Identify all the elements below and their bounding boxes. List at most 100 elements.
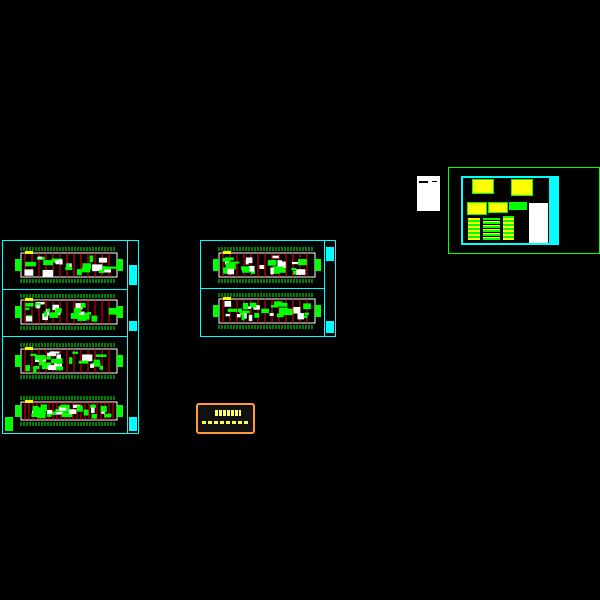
room-fill [38,256,42,260]
room-fill [41,362,52,370]
room-fill [283,308,293,316]
title-block [324,241,335,336]
room-fill [100,405,107,413]
drawing-sheet-c-frame[interactable] [448,167,600,254]
room-fill [38,359,45,366]
detail [503,216,514,240]
room-fill [69,357,73,364]
label-mark [223,251,231,254]
room-fill [269,312,274,316]
room-fill [47,352,56,357]
label-mark [25,251,33,254]
room-fill [49,351,60,354]
label-mark [25,347,33,350]
room-fill [270,267,274,275]
room-fill [34,355,46,360]
room-fill [291,267,297,271]
floor-plan-drawing [15,294,123,330]
room-fill [261,308,270,314]
room-fill [254,312,260,318]
label-mark [25,298,33,301]
room-fill [40,404,47,412]
room-fill [271,305,278,308]
floor-plan[interactable] [15,396,123,426]
room-fill [239,310,250,314]
room-fill [98,257,108,263]
stair-block [15,259,21,271]
room-fill [25,316,33,322]
stair-block [15,355,21,367]
room-fill [293,306,301,314]
drawing-sheet-c[interactable] [461,176,559,245]
room-fill [30,353,37,356]
room-fill [65,266,73,271]
room-fill [82,354,93,362]
room-fill [47,409,53,415]
room-fill [75,303,83,310]
room-fill [50,411,57,415]
room-fill [101,266,107,270]
room-fill [93,359,101,362]
room-fill [73,404,81,408]
sheet-divider [3,336,127,337]
room-fill [101,411,105,414]
room-fill [81,267,91,273]
room-fill [47,308,51,312]
room-fill [46,355,51,360]
room-fill [106,266,118,269]
room-fill [250,270,255,274]
room-fill [74,308,81,313]
room-fill [55,308,62,313]
room-fill [53,411,64,415]
floor-plan-drawing [15,343,123,379]
room-fill [45,308,50,316]
detail [467,202,487,215]
room-fill [47,365,57,371]
stair-block [315,305,321,317]
room-fill [267,259,277,266]
room-fill [302,315,308,319]
room-fill [90,404,96,409]
floor-plan[interactable] [15,247,123,283]
room-fill [91,413,97,419]
stair-block [117,355,123,367]
floor-plan-drawing [213,247,321,283]
room-fill [272,255,279,259]
room-fill [77,270,82,274]
room-fill [297,313,304,320]
stair-block [315,259,321,271]
room-fill [25,307,30,310]
room-fill [227,268,235,275]
room-fill [241,266,250,270]
stair-block [213,259,219,271]
room-fill [68,409,77,415]
room-fill [279,307,288,315]
room-fill [98,269,104,274]
room-fill [90,407,95,414]
floor-plan[interactable] [15,343,123,379]
title-block [127,241,138,433]
room-fill [224,260,229,265]
room-fill [304,312,309,316]
room-fill [293,270,298,275]
room-fill [33,366,37,374]
room-fill [242,312,247,319]
drawing-sheet-b[interactable] [200,240,336,337]
stair-block [15,405,21,417]
drawing-sheet-a[interactable] [2,240,139,434]
detail [509,202,527,210]
room-fill [91,264,103,272]
room-fill [36,304,40,309]
floor-plan[interactable] [15,294,123,330]
room-fill [259,264,265,269]
room-fill [37,411,46,419]
stair-block [117,259,123,271]
floor-plan[interactable] [213,247,321,283]
floor-plan[interactable] [213,293,321,329]
room-fill [31,413,41,417]
room-fill [24,269,34,276]
legend-block [5,417,13,431]
floor-plan-drawing [15,396,123,426]
room-fill [277,260,283,267]
room-fill [82,263,92,270]
